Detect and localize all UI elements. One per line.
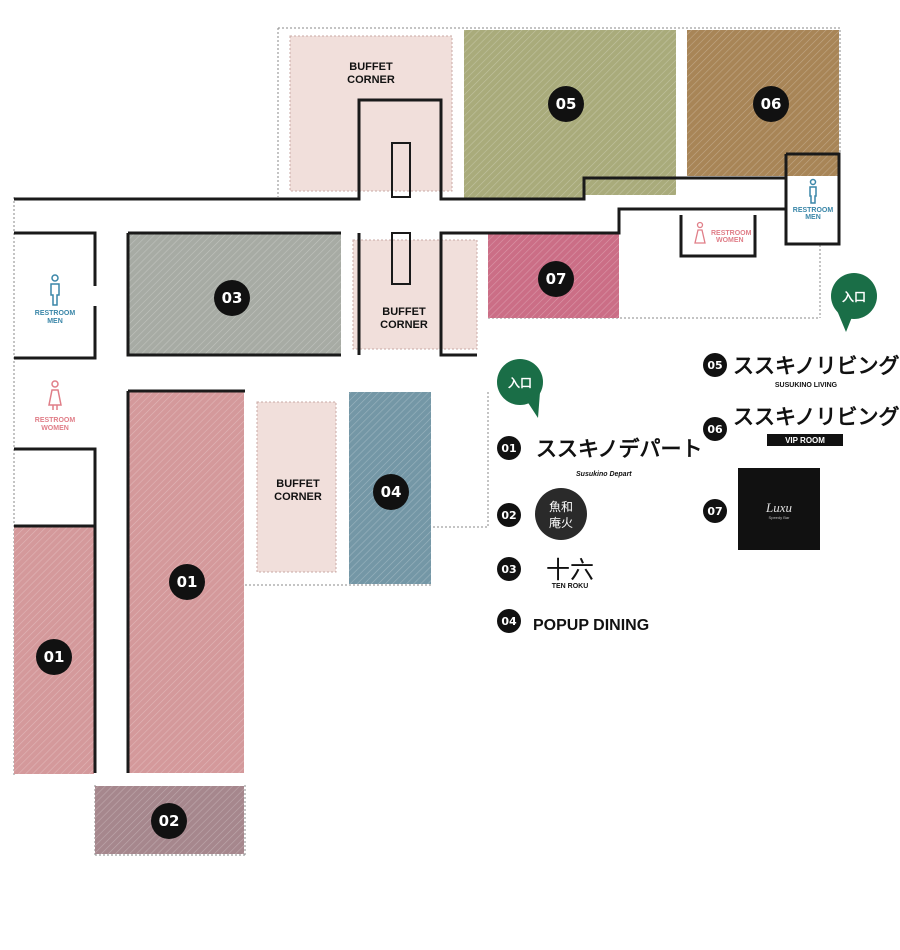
svg-text:06: 06 — [761, 95, 782, 113]
buffet-low-line1: BUFFET — [276, 478, 320, 490]
women-icon — [48, 380, 62, 410]
buffet-mid-line2: CORNER — [380, 319, 428, 331]
svg-text:05: 05 — [556, 95, 577, 113]
legend-item-02[interactable]: 02 魚和 庵火 — [497, 488, 587, 540]
vip-room-badge — [767, 434, 843, 446]
svg-text:04: 04 — [501, 615, 517, 628]
luxu-logo-badge — [738, 468, 820, 550]
restroom-women-left[interactable]: RESTROOM WOMEN — [35, 380, 76, 432]
marker-05[interactable]: 05 — [548, 86, 584, 122]
uowa-logo-bottom: 庵火 — [549, 515, 573, 530]
women-icon — [694, 221, 706, 244]
men-icon — [809, 178, 817, 204]
legend-item-03[interactable]: 03 十六 TEN ROKU — [497, 556, 594, 590]
uowa-an-logo-badge — [535, 488, 587, 540]
popup-dining-label: POPUP DINING — [533, 617, 649, 634]
uowa-logo-top: 魚和 — [549, 500, 573, 514]
susukino-living-sub: SUSUKINO LIVING — [775, 382, 838, 389]
entrance-pin-right[interactable]: 入口 — [831, 273, 877, 332]
entrance-label: 入口 — [508, 376, 532, 390]
svg-text:01: 01 — [501, 442, 516, 455]
marker-04[interactable]: 04 — [373, 474, 409, 510]
svg-text:02: 02 — [159, 812, 180, 830]
buffet-top-line1: BUFFET — [349, 61, 393, 73]
svg-text:05: 05 — [707, 359, 722, 372]
legend-item-01[interactable]: 01 ススキノデパート Susukino Depart — [497, 436, 703, 478]
buffet-corner-top[interactable]: BUFFET CORNER — [289, 35, 453, 192]
svg-text:01: 01 — [177, 573, 198, 591]
men-left-line2: MEN — [47, 318, 63, 325]
vip-room-label: VIP ROOM — [785, 436, 825, 445]
men-right-line2: MEN — [805, 214, 821, 221]
women-left-line1: RESTROOM — [35, 417, 76, 424]
svg-text:06: 06 — [707, 423, 723, 436]
svg-text:03: 03 — [222, 289, 243, 307]
walls — [14, 98, 841, 773]
men-icon — [50, 274, 60, 306]
marker-02[interactable]: 02 — [151, 803, 187, 839]
buffet-mid-line1: BUFFET — [382, 306, 426, 318]
susukino-living-logo: ススキノリビング — [733, 354, 900, 378]
women-right-line1: RESTROOM — [711, 230, 752, 237]
svg-text:07: 07 — [707, 505, 722, 518]
marker-07[interactable]: 07 — [538, 261, 574, 297]
svg-text:07: 07 — [546, 270, 567, 288]
legend-item-04[interactable]: 04 POPUP DINING — [497, 609, 649, 634]
entrance-pin-center[interactable]: 入口 — [497, 359, 543, 418]
buffet-corner-middle[interactable]: BUFFET CORNER — [352, 239, 478, 350]
men-right-line1: RESTROOM — [793, 207, 834, 214]
restroom-women-right[interactable]: RESTROOM WOMEN — [694, 221, 752, 245]
susukino-depart-sub: Susukino Depart — [576, 471, 632, 478]
marker-03[interactable]: 03 — [214, 280, 250, 316]
entrance-label: 入口 — [842, 290, 866, 304]
store-area-03[interactable] — [129, 234, 341, 355]
svg-text:02: 02 — [501, 509, 516, 522]
marker-06[interactable]: 06 — [753, 86, 789, 122]
marker-01-left[interactable]: 01 — [36, 639, 72, 675]
susukino-living-vip-logo: ススキノリビング — [733, 405, 900, 429]
legend-item-05[interactable]: 05 ススキノリビング SUSUKINO LIVING — [703, 353, 900, 389]
men-left-line1: RESTROOM — [35, 310, 76, 317]
luxu-logo: Luxu — [765, 500, 793, 515]
women-right-line2: WOMEN — [716, 237, 744, 244]
women-left-line2: WOMEN — [41, 425, 69, 432]
susukino-depart-logo: ススキノデパート — [536, 437, 703, 461]
buffet-low-line2: CORNER — [274, 491, 322, 503]
marker-01-main[interactable]: 01 — [169, 564, 205, 600]
svg-text:04: 04 — [381, 483, 402, 501]
svg-text:03: 03 — [501, 563, 516, 576]
buffet-top-line2: CORNER — [347, 74, 395, 86]
restroom-men-right[interactable]: RESTROOM MEN — [793, 178, 834, 222]
luxu-sub: Speedy Bar — [769, 515, 791, 520]
tenroku-logo: 十六 — [546, 556, 594, 584]
svg-text:01: 01 — [44, 648, 65, 666]
legend-item-07[interactable]: 07 Luxu Speedy Bar — [703, 468, 820, 550]
legend: 01 ススキノデパート Susukino Depart 02 魚和 庵火 03 … — [497, 353, 900, 634]
tenroku-sub: TEN ROKU — [552, 583, 589, 590]
restroom-men-left[interactable]: RESTROOM MEN — [35, 274, 76, 325]
buffet-corner-lower[interactable]: BUFFET CORNER — [256, 401, 337, 573]
legend-item-06[interactable]: 06 ススキノリビング VIP ROOM — [703, 405, 900, 446]
